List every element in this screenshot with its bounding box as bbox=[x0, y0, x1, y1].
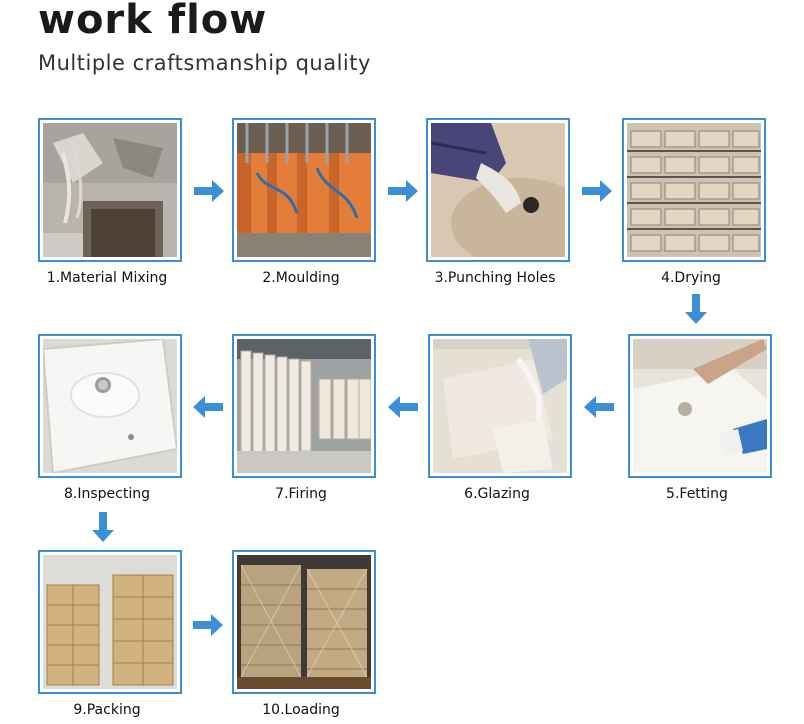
step-label: 1.Material Mixing bbox=[46, 270, 168, 286]
packing-photo bbox=[43, 555, 177, 689]
step-loading: 10.Loading bbox=[232, 550, 376, 718]
step-photo-frame bbox=[428, 334, 572, 478]
step-photo-frame bbox=[426, 118, 570, 262]
page-subtitle: Multiple craftsmanship quality bbox=[38, 51, 371, 75]
arrow-right-icon bbox=[194, 180, 224, 202]
arrow-down-icon bbox=[685, 294, 707, 324]
step-label: 8.Inspecting bbox=[64, 486, 150, 502]
step-photo-frame bbox=[622, 118, 766, 262]
drying-photo bbox=[627, 123, 761, 257]
step-label: 10.Loading bbox=[262, 702, 340, 718]
arrow-left-icon bbox=[584, 396, 614, 418]
step-packing: 9.Packing bbox=[38, 550, 182, 718]
loading-photo bbox=[237, 555, 371, 689]
step-label: 9.Packing bbox=[73, 702, 141, 718]
step-fetting: 5.Fetting bbox=[628, 334, 772, 502]
arrow-left-icon bbox=[193, 396, 223, 418]
step-material-mixing: 1.Material Mixing bbox=[38, 118, 182, 286]
step-photo-frame bbox=[232, 118, 376, 262]
step-photo-frame bbox=[38, 550, 182, 694]
step-label: 5.Fetting bbox=[666, 486, 728, 502]
page-title: work flow bbox=[38, 0, 268, 43]
step-photo-frame bbox=[38, 118, 182, 262]
step-photo-frame bbox=[232, 334, 376, 478]
arrow-right-icon bbox=[193, 614, 223, 636]
step-firing: 7.Firing bbox=[232, 334, 376, 502]
step-glazing: 6.Glazing bbox=[428, 334, 572, 502]
punching-holes-photo bbox=[431, 123, 565, 257]
arrow-left-icon bbox=[388, 396, 418, 418]
step-photo-frame bbox=[38, 334, 182, 478]
step-label: 7.Firing bbox=[275, 486, 327, 502]
step-label: 2.Moulding bbox=[262, 270, 340, 286]
step-drying: 4.Drying bbox=[622, 118, 766, 286]
step-punching-holes: 3.Punching Holes bbox=[426, 118, 570, 286]
step-label: 3.Punching Holes bbox=[434, 270, 556, 286]
glazing-photo bbox=[433, 339, 567, 473]
step-photo-frame bbox=[628, 334, 772, 478]
inspecting-photo bbox=[43, 339, 177, 473]
step-moulding: 2.Moulding bbox=[232, 118, 376, 286]
step-photo-frame bbox=[232, 550, 376, 694]
step-label: 6.Glazing bbox=[464, 486, 530, 502]
material-mixing-photo bbox=[43, 123, 177, 257]
arrow-down-icon bbox=[92, 512, 114, 542]
arrow-right-icon bbox=[388, 180, 418, 202]
fetting-photo bbox=[633, 339, 767, 473]
moulding-photo bbox=[237, 123, 371, 257]
step-inspecting: 8.Inspecting bbox=[38, 334, 182, 502]
firing-photo bbox=[237, 339, 371, 473]
step-label: 4.Drying bbox=[661, 270, 721, 286]
arrow-right-icon bbox=[582, 180, 612, 202]
